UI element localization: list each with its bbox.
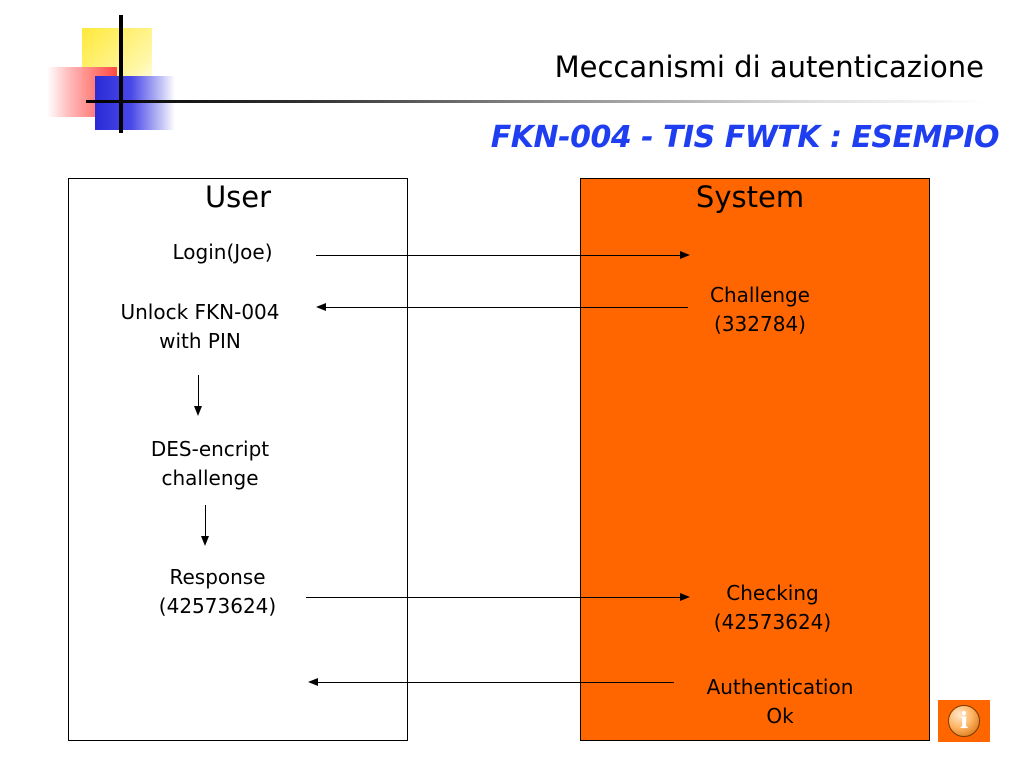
step-unlock: Unlock FKN-004 with PIN bbox=[120, 300, 280, 353]
info-button[interactable]: i bbox=[938, 700, 990, 742]
arrow-challenge-line bbox=[326, 307, 688, 308]
slide-title: Meccanismi di autenticazione bbox=[554, 50, 984, 84]
step-encrypt: DES-encript challenge bbox=[150, 437, 270, 490]
user-heading: User bbox=[204, 180, 272, 214]
arrow-down-2-head bbox=[201, 536, 209, 546]
arrow-response-line bbox=[306, 597, 680, 598]
arrow-down-1-head bbox=[194, 406, 202, 416]
arrow-login-head bbox=[680, 251, 690, 259]
info-icon: i bbox=[948, 705, 980, 737]
step-response: Response (42573624) bbox=[158, 565, 277, 618]
logo-blue-square bbox=[95, 76, 175, 130]
step-checking: Checking (42573624) bbox=[713, 581, 832, 634]
slide-subtitle: FKN-004 - TIS FWTK : ESEMPIO bbox=[490, 120, 1000, 155]
system-column-box bbox=[580, 178, 930, 741]
arrow-down-2-line bbox=[205, 505, 206, 536]
step-login: Login(Joe) bbox=[172, 240, 273, 264]
arrow-challenge-head bbox=[316, 303, 326, 311]
step-challenge: Challenge (332784) bbox=[710, 283, 810, 336]
arrow-login-line bbox=[316, 255, 680, 256]
logo-vertical-bar bbox=[119, 15, 123, 133]
step-auth: Authentication Ok bbox=[706, 675, 854, 728]
system-heading: System bbox=[695, 180, 805, 214]
arrow-response-head bbox=[680, 593, 690, 601]
header-rule bbox=[86, 100, 986, 103]
arrow-auth-line bbox=[318, 682, 674, 683]
arrow-auth-head bbox=[308, 678, 318, 686]
arrow-down-1-line bbox=[198, 375, 199, 406]
user-column-box bbox=[68, 178, 408, 741]
